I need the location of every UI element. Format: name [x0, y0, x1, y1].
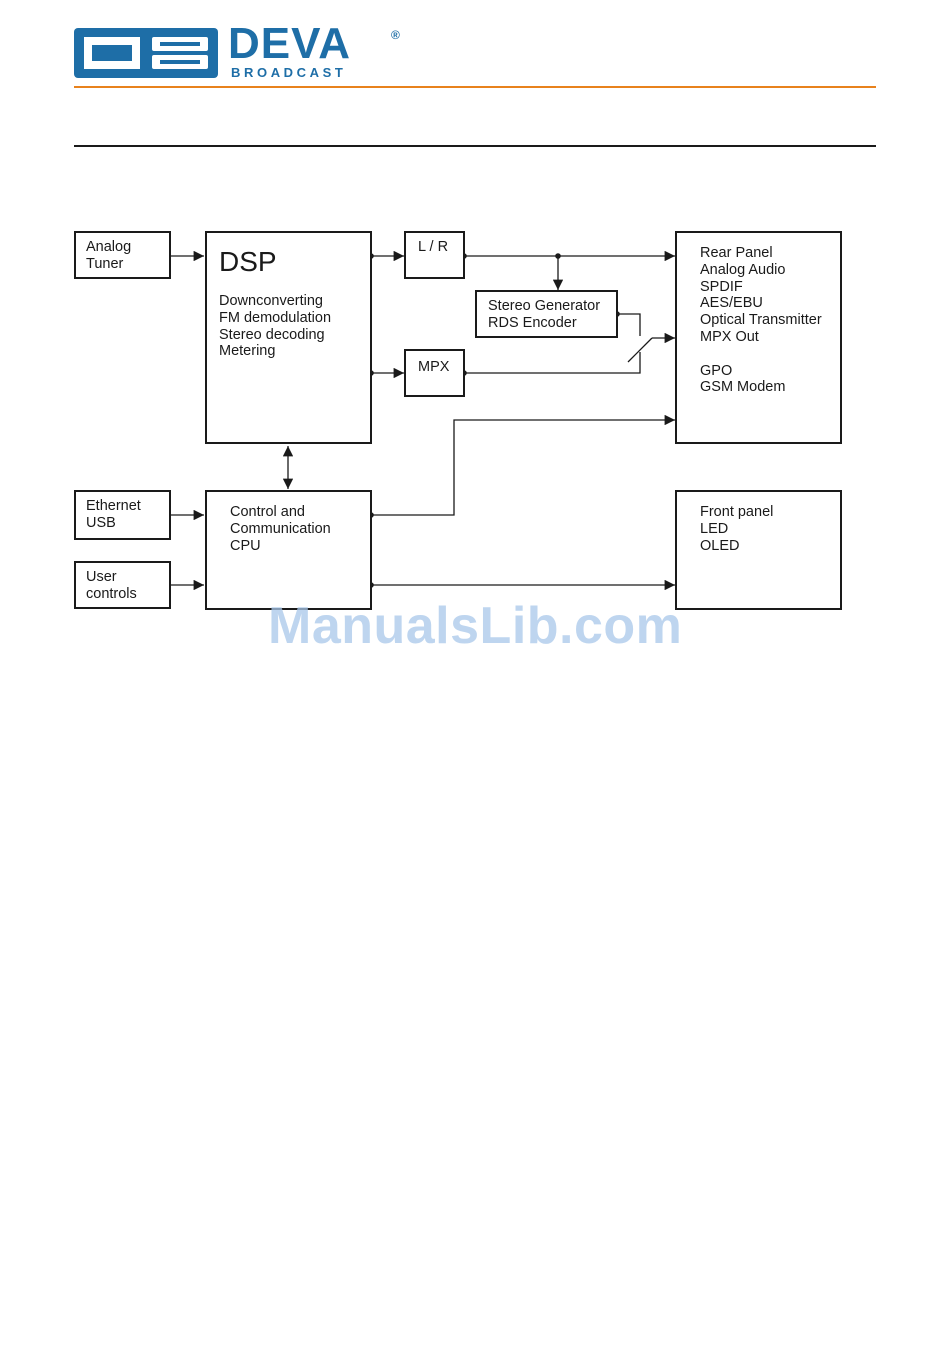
wire-stereogen-switch: [617, 313, 641, 336]
rear-panel-spacer: [700, 346, 840, 363]
deva-logo-icon: [74, 28, 218, 78]
rear-panel-line-4: AES/EBU: [700, 295, 763, 312]
front-panel-block: Front panel LED OLED: [675, 490, 842, 610]
wire-cpu-rear: [372, 414, 675, 516]
junction-lr-tap: [555, 253, 561, 259]
rear-panel-line-3: SPDIF: [700, 278, 743, 295]
mpx-label: MPX: [418, 359, 450, 375]
dsp-line-2: FM demodulation: [219, 309, 332, 326]
rear-panel-line-7: GPO: [700, 362, 733, 379]
ethernet-usb-line-1: Ethernet: [86, 498, 141, 514]
dsp-line-1: Downconverting: [219, 293, 323, 309]
cpu-line-3: CPU: [230, 537, 261, 554]
rear-panel-line-1: Rear Panel: [700, 245, 773, 261]
cpu-line-2: Communication: [230, 520, 331, 537]
stereo-generator-line-1: Stereo Generator: [488, 298, 601, 314]
ethernet-usb-block: Ethernet USB: [74, 490, 171, 540]
stereo-generator-block: Stereo Generator RDS Encoder: [475, 290, 618, 338]
rear-panel-line-2: Analog Audio: [700, 261, 786, 278]
watermark: ManualsLib.com: [268, 597, 683, 655]
lr-block: L / R: [404, 231, 465, 279]
front-panel-line-3: OLED: [700, 537, 740, 554]
cpu-block: Control and Communication CPU: [205, 490, 372, 610]
front-panel-line-1: Front panel: [700, 504, 774, 520]
user-controls-line-1: User: [86, 569, 117, 585]
dsp-line-4: Metering: [219, 343, 276, 360]
analog-tuner-block: Analog Tuner: [74, 231, 171, 279]
lr-label: L / R: [418, 239, 449, 255]
rear-panel-line-6: MPX Out: [700, 328, 759, 345]
analog-tuner-line-1: Analog: [86, 239, 132, 255]
analog-tuner-line-2: Tuner: [86, 255, 124, 272]
cpu-line-1: Control and: [230, 504, 305, 520]
dsp-line-3: Stereo decoding: [219, 326, 325, 343]
user-controls-line-2: controls: [86, 585, 137, 602]
stereo-generator-line-2: RDS Encoder: [488, 314, 577, 331]
rear-panel-line-8: GSM Modem: [700, 379, 786, 396]
block-diagram: Analog Tuner DSP Downconverting FM demod…: [74, 231, 842, 655]
ethernet-usb-line-2: USB: [86, 514, 116, 531]
rear-panel-block: Rear Panel Analog Audio SPDIF AES/EBU Op…: [675, 231, 842, 444]
dsp-block: DSP Downconverting FM demodulation Stere…: [205, 231, 372, 444]
brand-name: DEVA: [228, 19, 351, 68]
wire-mpx-switch: [464, 352, 641, 374]
rear-panel-line-5: Optical Transmitter: [700, 312, 822, 329]
dsp-title: DSP: [219, 246, 277, 277]
front-panel-line-2: LED: [700, 520, 729, 537]
page-header: DEVA ® BROADCAST: [0, 0, 950, 150]
registered-mark: ®: [391, 28, 400, 42]
mpx-block: MPX: [404, 349, 465, 397]
header-orange-rule: [74, 86, 876, 88]
switch-lever: [627, 337, 653, 363]
brand-subtitle: BROADCAST: [231, 65, 347, 80]
user-controls-block: User controls: [74, 561, 171, 609]
header-black-rule: [74, 145, 876, 147]
